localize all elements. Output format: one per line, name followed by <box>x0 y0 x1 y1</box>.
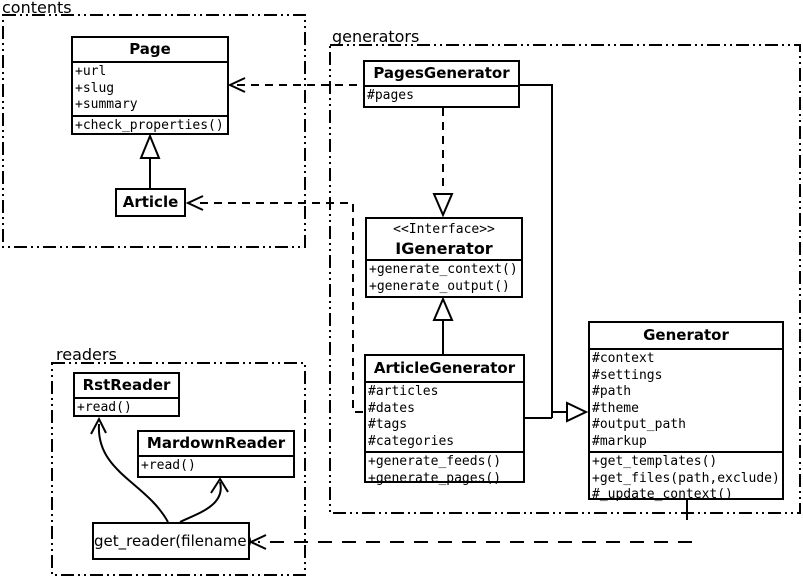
function-get-reader: get_reader(filename) <box>92 522 253 560</box>
method-line: #_update_context() <box>592 487 733 502</box>
stereotype-label: <<Interface>> <box>393 222 495 237</box>
attribute-line: #categories <box>368 433 455 449</box>
edge-articlegenerator-to-article <box>195 202 363 413</box>
attribute-line: #context <box>592 351 655 366</box>
generalization-triangle-generator <box>566 401 589 423</box>
class-title: ArticleGenerator <box>373 359 516 377</box>
attribute-line: #tags <box>368 417 408 432</box>
class-title: Generator <box>643 326 729 344</box>
attributes-section: #pages <box>365 85 518 106</box>
method-line: +get_templates() <box>592 454 718 469</box>
class-articlegenerator: ArticleGenerator #articles #dates #tags … <box>364 354 525 486</box>
attribute-line: +summary <box>75 97 138 112</box>
method-line: +generate_feeds() <box>368 454 502 469</box>
generalization-triangle-page <box>139 133 161 159</box>
method-line: +read() <box>77 400 132 415</box>
attribute-line: +slug <box>75 80 115 96</box>
class-article: Article <box>115 188 186 217</box>
attribute-line: +url <box>75 64 107 79</box>
class-title: MardownReader <box>146 434 286 452</box>
methods-section: +read() <box>75 397 178 418</box>
class-page: Page +url +slug +summary +check_properti… <box>71 36 229 135</box>
open-arrow-rstreader <box>90 416 107 435</box>
open-arrow-article <box>185 195 204 211</box>
edge-getreader-to-markdownreader <box>179 481 222 523</box>
package-label-generators: generators <box>332 27 420 46</box>
attributes-section: #articles #dates #tags #categories <box>366 381 523 451</box>
attribute-line: #markup <box>592 433 647 449</box>
attribute-line: #pages <box>367 88 414 103</box>
edge-getreader-to-rstreader <box>97 423 169 523</box>
edge-pagesgenerator-to-generator <box>520 84 553 418</box>
realization-triangle-igenerator <box>432 193 454 218</box>
methods-section: +check_properties() <box>73 114 227 136</box>
method-line: +check_properties() <box>75 117 224 133</box>
method-line: +get_files(path,exclude) <box>592 470 780 486</box>
method-line: +read() <box>141 458 196 473</box>
class-title: IGenerator <box>395 239 493 258</box>
attributes-section: #context #settings #path #theme #output_… <box>590 348 782 451</box>
attribute-line: #theme <box>592 400 639 416</box>
function-label: get_reader(filename) <box>94 532 253 550</box>
attribute-line: #output_path <box>592 417 686 432</box>
attribute-line: #dates <box>368 400 415 416</box>
attribute-line: #articles <box>368 384 439 399</box>
generalization-triangle-igenerator <box>432 296 454 321</box>
package-frame-readers <box>51 362 306 576</box>
methods-section: +generate_feeds() +generate_pages() <box>366 451 523 488</box>
methods-section: +generate_context() +generate_output() <box>367 259 521 296</box>
class-rstreader: RstReader +read() <box>73 372 180 417</box>
method-line: +generate_output() <box>369 278 510 294</box>
attribute-line: #path <box>592 384 632 399</box>
method-line: +generate_pages() <box>368 470 502 486</box>
class-title: Article <box>122 193 179 211</box>
package-frame-contents <box>2 14 306 248</box>
class-generator: Generator #context #settings #path #them… <box>588 321 784 502</box>
class-title: RstReader <box>82 376 171 394</box>
package-frame-generators <box>329 44 801 514</box>
class-title: PagesGenerator <box>373 64 510 82</box>
class-markdownreader: MardownReader +read() <box>137 430 295 478</box>
package-label-readers: readers <box>56 345 117 364</box>
method-line: +generate_context() <box>369 262 518 277</box>
package-label-contents: contents <box>2 0 72 17</box>
methods-section: +read() <box>139 455 293 476</box>
class-igenerator: <<Interface>> IGenerator +generate_conte… <box>365 217 523 298</box>
methods-section: +get_templates() +get_files(path,exclude… <box>590 451 782 505</box>
class-title: Page <box>129 40 171 58</box>
open-arrow-markdownreader <box>210 477 229 494</box>
class-pagesgenerator: PagesGenerator #pages <box>363 60 520 108</box>
attributes-section: +url +slug +summary <box>73 61 227 115</box>
attribute-line: #settings <box>592 367 663 383</box>
open-arrow-getreader <box>248 534 267 550</box>
open-arrow-page <box>227 77 246 93</box>
